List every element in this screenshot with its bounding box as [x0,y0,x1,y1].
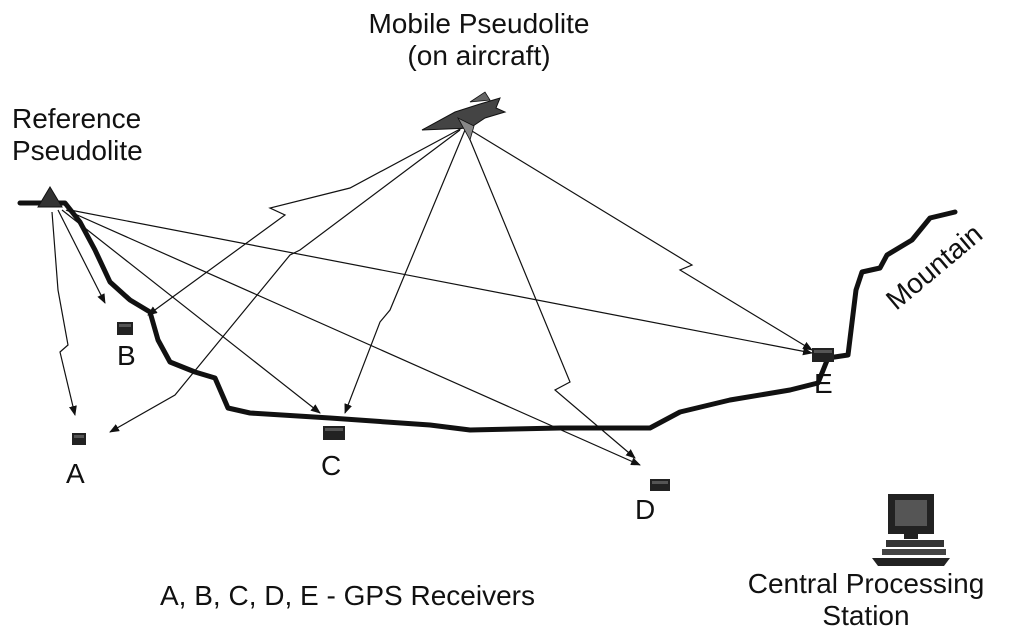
receiver-c-icon [323,426,345,440]
computer-icon [872,494,950,566]
station-label: Central Processing Station [748,568,985,632]
aircraft-icon [421,91,507,142]
signal-ref-to-c [61,209,321,414]
signal-air-to-c [344,129,466,414]
reference-pseudolite-line2: Pseudolite [12,135,143,167]
mobile-pseudolite-label: Mobile Pseudolite (on aircraft) [368,8,589,72]
receiver-a-label: A [66,458,85,489]
receiver-e-label: E [814,368,833,399]
station-line1: Central Processing [747,568,985,599]
reference-pseudolite-line1: Reference [12,103,142,134]
receiver-b-icon [117,322,133,335]
receiver-d-icon [650,479,670,491]
receiver-d-label: D [635,494,656,525]
reference-pseudolite-icon [37,186,63,208]
mobile-pseudolite-line1: Mobile Pseudolite [368,8,590,39]
station-line2: Station [822,600,910,632]
reference-signals [51,209,813,466]
signal-air-to-b [147,127,463,316]
receiver-b-label: B [117,340,136,371]
aircraft-signals [109,127,813,459]
signal-ref-to-b [57,209,106,304]
signal-ref-to-d [65,209,641,466]
receiver-e-icon [812,348,834,362]
receiver-c-label: C [321,450,342,481]
signal-air-to-a [109,129,461,433]
signal-ref-to-e [69,209,813,356]
mobile-pseudolite-line2: (on aircraft) [407,40,551,72]
reference-pseudolite-label: Reference Pseudolite [12,103,143,167]
terrain-profile [17,200,958,433]
signal-ref-to-a [51,211,77,416]
signal-air-to-d [465,129,636,459]
legend-text: A, B, C, D, E - GPS Receivers [160,580,535,611]
receiver-a-icon [72,433,86,445]
signal-air-to-e [466,127,813,351]
